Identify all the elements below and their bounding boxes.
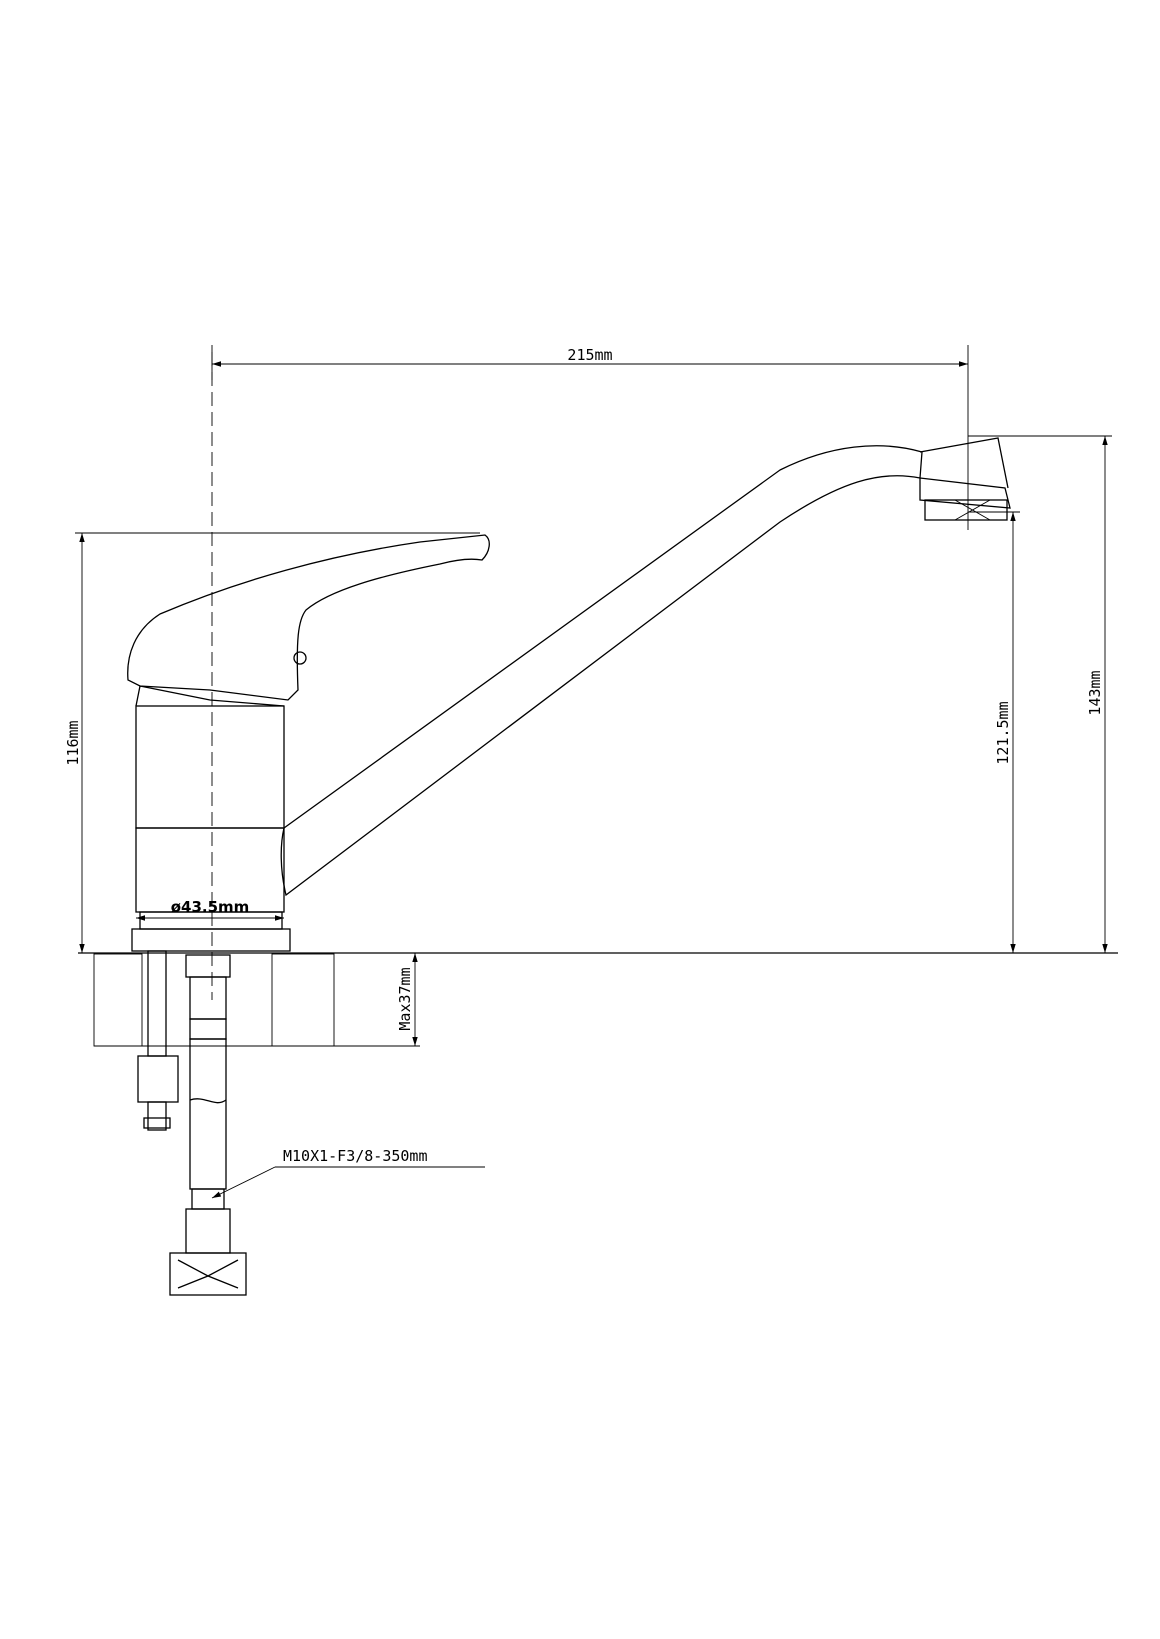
supply-pipe-left	[137, 950, 179, 1131]
dim-spout-reach	[211, 345, 969, 530]
dim-spout-outlet-height-label: 121.5mm	[994, 701, 1012, 764]
countertop-section	[93, 953, 420, 1047]
handle-lever	[127, 534, 490, 701]
dim-spout-outlet-height	[968, 511, 1020, 953]
hose-callout-leader	[211, 1166, 485, 1199]
dim-spout-reach-label: 215mm	[567, 346, 612, 364]
faucet-body	[131, 685, 291, 952]
dim-total-height	[968, 435, 1112, 953]
dim-body-height	[75, 532, 480, 953]
dim-body-height-label: 116mm	[64, 720, 82, 765]
hose-callout-label: M10X1-F3/8-350mm	[283, 1147, 428, 1165]
spout	[280, 437, 1011, 897]
braided-hose	[169, 954, 247, 1296]
dim-counter-thickness-label: Max37mm	[396, 967, 414, 1030]
dim-base-diameter-label: ø43.5mm	[171, 898, 250, 916]
dim-total-height-label: 143mm	[1086, 670, 1104, 715]
